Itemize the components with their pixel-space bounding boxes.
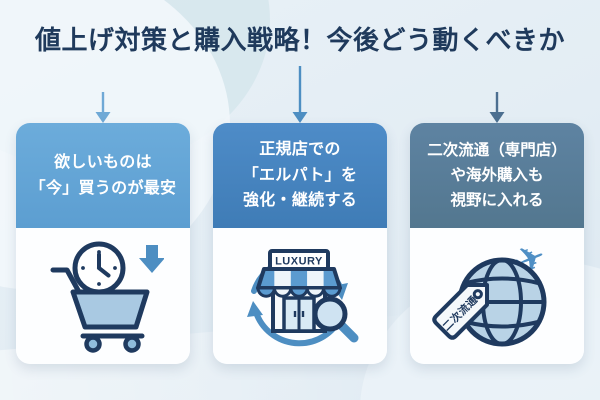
globe-tag-airplane-icon: ✈ 二次流通 (432, 238, 553, 347)
clock-icon (72, 241, 126, 295)
store-sign-label: LUXURY (275, 256, 323, 268)
card-official-store-header: 正規店での 「エルパト」を 強化・継続する (213, 123, 387, 228)
header-line: 「エルパト」を (242, 166, 358, 184)
cart-clock-down-arrow-icon (50, 241, 164, 353)
card-buy-now: 欲しいものは 「今」買うのが最安 (16, 123, 190, 364)
header-line: 正規店での (259, 140, 341, 158)
card-buy-now-body (16, 228, 190, 364)
card-official-store: 正規店での 「エルパト」を 強化・継続する (213, 123, 387, 364)
arrow-down-icon (139, 245, 164, 273)
arrow-down-right-icon (489, 92, 505, 123)
luxury-store-cycle-search-icon: LUXURY (247, 249, 359, 347)
card-official-store-body: LUXURY (213, 228, 387, 364)
arrow-down-center-icon (292, 92, 308, 123)
page-title: 値上げ対策と購入戦略！今後どう動くべきか (34, 25, 565, 55)
header-line: 二次流通（専門店） (427, 141, 567, 159)
magnifier-icon (312, 296, 359, 343)
card-secondary-market: 二次流通（専門店） や海外購入も 視野に入れる ✈ (410, 123, 584, 364)
header-line: や海外購入も (450, 166, 544, 184)
header-line: 視野に入れる (450, 192, 544, 210)
arrow-down-left-icon (95, 92, 111, 123)
header-line: 欲しいものは (54, 153, 152, 171)
card-buy-now-header: 欲しいものは 「今」買うのが最安 (16, 123, 190, 228)
header-line: 「今」買うのが最安 (29, 179, 177, 197)
flow-connector (95, 66, 505, 123)
card-secondary-market-body: ✈ 二次流通 (410, 228, 584, 364)
card-secondary-market-header: 二次流通（専門店） や海外購入も 視野に入れる (410, 123, 584, 228)
header-line: 強化・継続する (242, 192, 358, 210)
